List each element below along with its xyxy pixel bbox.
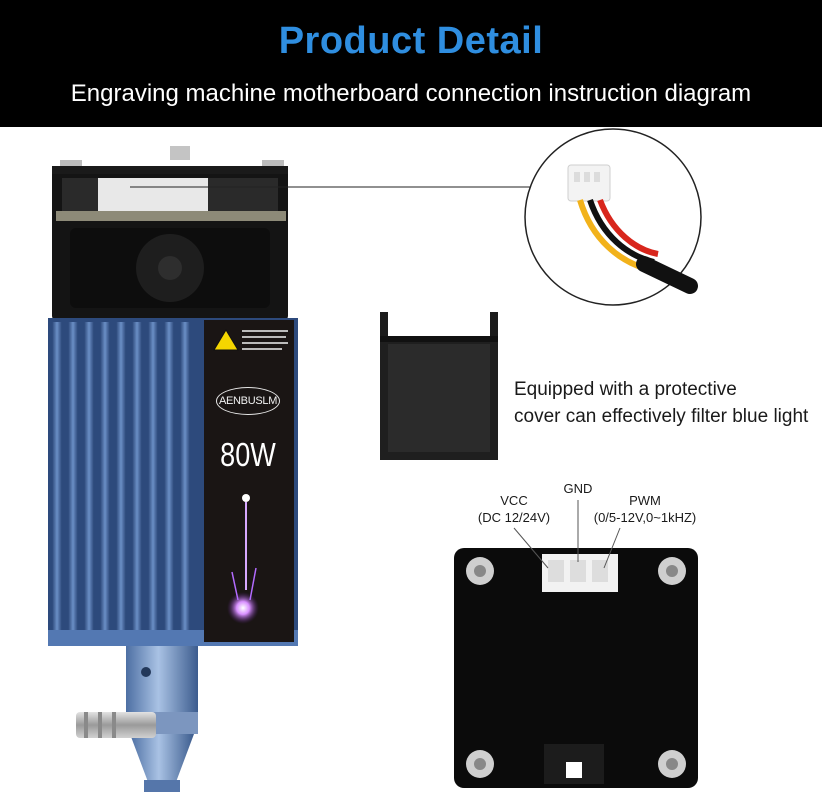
brand-logo: AENBUSLM — [216, 387, 280, 415]
driver-board — [454, 500, 698, 788]
page-title: Product Detail — [278, 20, 544, 62]
power-rating: 80W — [220, 436, 276, 473]
label-panel — [204, 320, 294, 642]
pwm-label: PWM — [629, 493, 661, 508]
vcc-label: VCC — [500, 493, 528, 508]
cover-caption-line-2: cover can effectively filter blue light — [514, 406, 809, 427]
fan-assembly — [52, 146, 288, 320]
pwm-detail: (0/5-12V,0~1kHZ) — [593, 510, 697, 525]
cover-caption-line-1: Equipped with a protective — [514, 379, 737, 400]
header-banner: Product Detail Engraving machine motherb… — [0, 0, 822, 127]
protective-cover — [380, 312, 498, 460]
page-subtitle: Engraving machine motherboard connection… — [70, 80, 752, 107]
nozzle — [76, 646, 198, 792]
vcc-pin-label: VCC (DC 12/24V) — [472, 492, 556, 526]
pwm-pin-label: PWM (0/5-12V,0~1kHZ) — [586, 492, 704, 526]
cover-caption: Equipped with a protective cover can eff… — [514, 376, 819, 430]
gnd-pin-label: GND — [548, 480, 608, 497]
vcc-detail: (DC 12/24V) — [477, 510, 551, 525]
connector-zoom — [524, 128, 702, 306]
gnd-label: GND — [563, 481, 593, 496]
